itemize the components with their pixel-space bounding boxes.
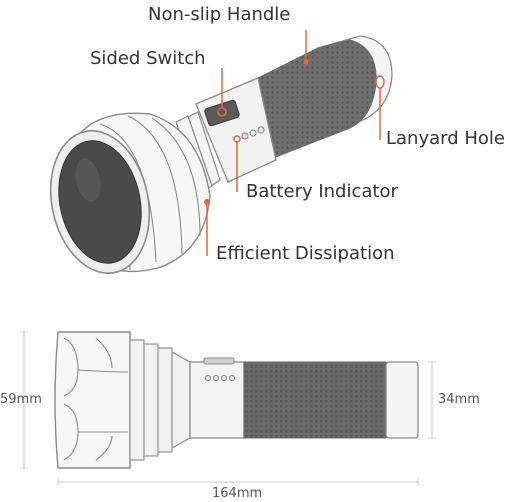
lanyard-hole: [375, 75, 385, 89]
side-switch-bar: [203, 357, 235, 365]
side-head: [54, 331, 131, 469]
battery-indicator-label: Battery Indicator: [246, 181, 398, 202]
side-neck: [189, 361, 245, 439]
lanyard-hole-label: Lanyard Hole: [386, 128, 506, 149]
efficient-dissipation-label: Efficient Dissipation: [216, 243, 395, 264]
side-battery-dots: [204, 374, 236, 382]
side-grip: [243, 361, 387, 439]
neck-body: [195, 77, 277, 183]
head-diameter-label: 59mm: [0, 392, 42, 407]
sided-switch-label: Sided Switch: [90, 48, 206, 69]
total-length-label: 164mm: [212, 486, 263, 501]
callout-lines: [206, 30, 381, 256]
side-tail-cap: [385, 361, 419, 439]
flashlight-side-view: [54, 331, 419, 469]
dimension-lines: [20, 331, 436, 486]
side-switch: [204, 99, 240, 127]
non-slip-handle-label: Non-slip Handle: [148, 4, 291, 25]
body-diameter-label: 34mm: [438, 392, 480, 407]
flashlight-perspective-view: [49, 35, 393, 274]
